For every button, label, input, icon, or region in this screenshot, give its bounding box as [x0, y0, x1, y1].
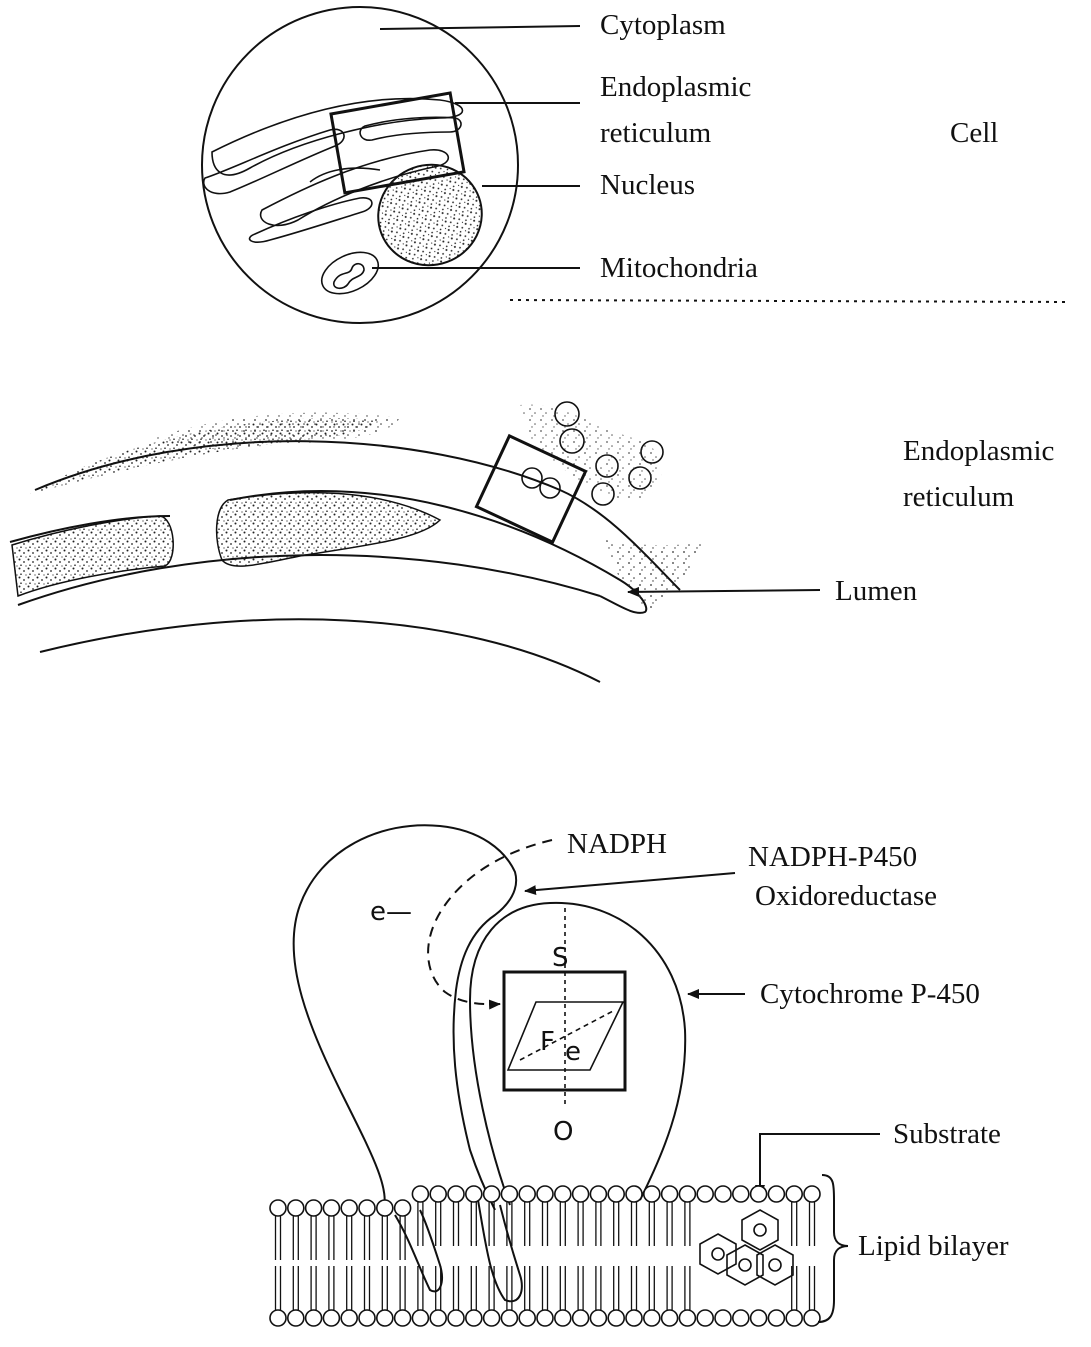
label-lumen: Lumen	[835, 575, 918, 607]
label-reductase-line2: Oxidoreductase	[755, 880, 937, 912]
label-cytoplasm: Cytoplasm	[600, 9, 726, 41]
label-mitochondria: Mitochondria	[600, 252, 758, 284]
er-panel: Endoplasmic reticulum Lumen	[10, 402, 1054, 682]
label-electron: e—	[370, 897, 412, 927]
reductase-protein	[294, 825, 517, 1212]
label-sulfur: S	[552, 943, 569, 973]
label-iron-e: e	[565, 1037, 581, 1067]
label-er-title-line2: reticulum	[903, 481, 1015, 513]
er-stipple-right-tip	[605, 540, 705, 612]
er-stipple-left-block	[12, 516, 173, 596]
label-er-line1: Endoplasmic	[600, 71, 751, 103]
bilayer-brace	[818, 1175, 848, 1322]
label-reductase-line1: NADPH-P450	[748, 841, 917, 873]
label-oxygen: O	[553, 1117, 573, 1147]
lipid-bilayer	[270, 1186, 820, 1326]
membrane-panel: NADPH NADPH-P450 Oxidoreductase e— S F e…	[270, 825, 1009, 1326]
separator-dots	[510, 300, 1070, 302]
label-lipid-bilayer: Lipid bilayer	[858, 1230, 1009, 1262]
er-membrane-bottom	[40, 619, 600, 682]
nucleus-shape	[364, 150, 496, 280]
label-er-title-line1: Endoplasmic	[903, 435, 1054, 467]
leader-cytoplasm	[380, 26, 580, 29]
label-substrate: Substrate	[893, 1118, 1001, 1150]
label-iron-f: F	[540, 1027, 555, 1057]
label-cell-title: Cell	[950, 117, 998, 149]
label-nucleus: Nucleus	[600, 169, 695, 201]
electron-dashed-path	[428, 840, 552, 1004]
label-nadph: NADPH	[567, 828, 667, 860]
substrate-molecules	[700, 1210, 793, 1285]
cell-panel: Cytoplasm Endoplasmic reticulum Nucleus …	[202, 7, 1070, 323]
label-er-line2: reticulum	[600, 117, 712, 149]
p450-anchor	[478, 1200, 522, 1301]
label-cytochrome: Cytochrome P-450	[760, 978, 980, 1010]
ribosome-cluster	[520, 402, 663, 505]
mitochondria-shape	[315, 244, 385, 302]
leader-reductase	[525, 873, 735, 891]
